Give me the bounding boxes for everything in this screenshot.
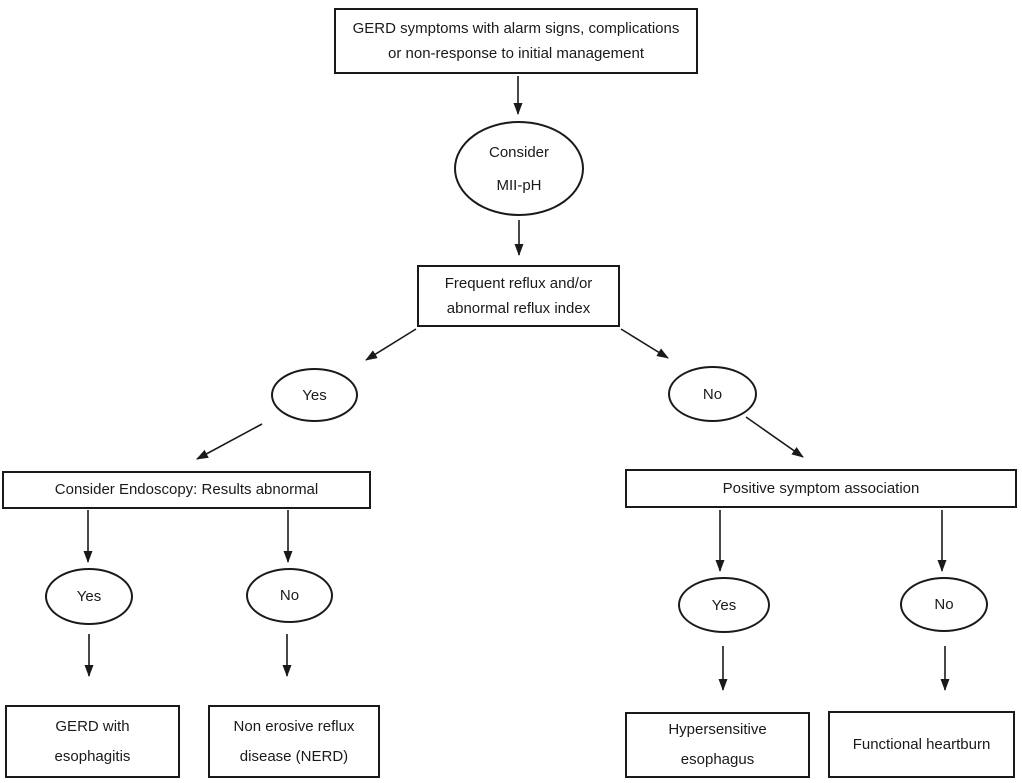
node-label-line: Yes: [76, 588, 102, 605]
node-label: No: [703, 384, 722, 405]
node-functional-heartburn: Functional heartburn: [828, 711, 1015, 778]
node-frequent-reflux: Frequent reflux and/or abnormal reflux i…: [417, 265, 620, 327]
node-label-line: Yes: [711, 596, 737, 614]
decision-endoscopy-yes: Yes: [45, 568, 133, 625]
node-label: Functional heartburn: [853, 732, 991, 758]
node-label-line: No: [279, 587, 300, 604]
node-label: Consider Endoscopy: Results abnormal: [55, 477, 318, 503]
node-label: Hypersensitive esophagus: [668, 715, 766, 775]
node-label: Yes: [77, 586, 101, 607]
node-label-line: GERD with: [55, 717, 130, 735]
node-consider-endoscopy: Consider Endoscopy: Results abnormal: [2, 471, 371, 509]
node-label-line: GERD symptoms with alarm signs, complica…: [352, 19, 680, 37]
arrow-yes-to-endoscopy: [196, 423, 263, 460]
node-positive-symptom-association: Positive symptom association: [625, 469, 1017, 508]
node-label-line: Functional heartburn: [852, 735, 991, 753]
node-label-line: disease (NERD): [239, 747, 349, 765]
node-label: Frequent reflux and/or abnormal reflux i…: [445, 271, 593, 322]
node-gerd-symptoms: GERD symptoms with alarm signs, complica…: [334, 8, 698, 74]
node-label: Consider MII-pH: [489, 142, 549, 196]
node-label-line: Positive symptom association: [722, 479, 920, 497]
node-label-line: Non erosive reflux: [233, 717, 355, 735]
node-label: Positive symptom association: [723, 476, 920, 502]
node-label: Non erosive reflux disease (NERD): [234, 712, 355, 772]
node-label-line: or non-response to initial management: [388, 45, 644, 62]
node-label-line: No: [702, 385, 723, 403]
node-label: GERD symptoms with alarm signs, complica…: [353, 16, 680, 67]
arrow-frequent-to-no: [620, 328, 669, 359]
node-label-line: Yes: [302, 386, 327, 404]
node-label-line: MII-pH: [496, 176, 542, 194]
node-label-line: Consider Endoscopy: Results abnormal: [54, 481, 319, 499]
node-gerd-with-esophagitis: GERD with esophagitis: [5, 705, 180, 778]
decision-symptom-no: No: [900, 577, 988, 632]
decision-reflux-yes: Yes: [271, 368, 358, 422]
node-label-line: Hypersensitive: [668, 721, 767, 738]
node-label: GERD with esophagitis: [55, 712, 131, 772]
node-label-line: No: [934, 596, 954, 613]
decision-reflux-no: No: [668, 366, 757, 422]
arrow-frequent-to-yes: [365, 328, 417, 361]
node-label-line: esophagus: [680, 751, 755, 768]
node-label-line: Frequent reflux and/or: [444, 274, 593, 292]
node-hypersensitive-esophagus: Hypersensitive esophagus: [625, 712, 810, 778]
node-label: Yes: [712, 595, 736, 616]
node-label-line: abnormal reflux index: [446, 300, 591, 317]
decision-symptom-yes: Yes: [678, 577, 770, 633]
node-label: No: [280, 585, 299, 606]
node-label-line: esophagitis: [54, 747, 131, 765]
arrow-no-to-positive: [745, 416, 804, 458]
decision-endoscopy-no: No: [246, 568, 333, 623]
node-label: No: [934, 594, 953, 615]
node-label: Yes: [302, 385, 326, 406]
node-label-line: Consider: [488, 143, 550, 161]
node-nerd: Non erosive reflux disease (NERD): [208, 705, 380, 778]
node-consider-mii-ph: Consider MII-pH: [454, 121, 584, 216]
